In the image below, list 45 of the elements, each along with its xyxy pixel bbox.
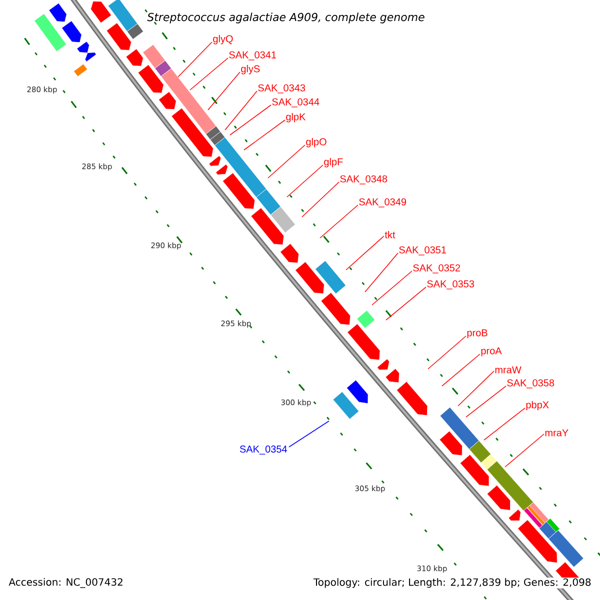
gene-label: mraW xyxy=(495,366,522,374)
leader-line xyxy=(346,236,384,270)
leader-line xyxy=(386,286,426,320)
leader-line xyxy=(224,90,258,130)
leader-line xyxy=(466,386,506,418)
leader-line xyxy=(208,72,240,110)
gene-label: glpF xyxy=(324,158,343,168)
leader-line xyxy=(458,370,494,406)
gene-label: glyS xyxy=(241,64,260,74)
gene-label: SAK_0348 xyxy=(340,175,388,184)
gene-label: tkt xyxy=(384,230,396,238)
leader-line xyxy=(178,42,212,78)
leader-line xyxy=(364,252,398,292)
leader-line xyxy=(372,270,412,306)
leader-line xyxy=(320,204,358,238)
gene-label: mraY xyxy=(545,429,568,436)
gene-label: SAK_0341 xyxy=(229,51,276,60)
leader-line xyxy=(484,408,526,440)
gene-label: SAK_0358 xyxy=(507,379,554,388)
leader-line xyxy=(190,58,228,90)
gene-label: SAK_0351 xyxy=(399,246,446,256)
leader-line xyxy=(442,354,480,386)
gene-label: glpO xyxy=(306,138,326,148)
gene-label: pbpX xyxy=(526,400,549,410)
gene-label: SAK_0343 xyxy=(258,84,306,94)
gene-label: proA xyxy=(481,347,502,356)
topology-text: Topology: circular; Length: 2,127,839 bp; Genes: 2,098 xyxy=(312,578,592,588)
gene-label: SAK_0344 xyxy=(272,98,320,108)
gene-label: glpK xyxy=(286,112,306,122)
leader-line xyxy=(286,164,324,198)
leader-line xyxy=(230,104,272,136)
title: Streptococcus agalactiae A909, complete genome xyxy=(147,12,424,24)
gene-label: SAK_0354 xyxy=(240,446,287,454)
gene-label: SAK_0349 xyxy=(359,198,406,208)
gene-label: proB xyxy=(467,329,488,338)
accession-text: Accession: NC_007432 xyxy=(8,578,124,588)
leader-line xyxy=(504,434,544,468)
leader-line xyxy=(268,144,306,178)
gene-label: glyQ xyxy=(213,34,233,44)
leader-line xyxy=(302,182,340,218)
gene-label: SAK_0353 xyxy=(427,280,474,290)
gene-label: SAK_0352 xyxy=(413,264,460,274)
leader-line xyxy=(244,120,286,150)
leader-line xyxy=(288,420,330,448)
leader-line xyxy=(428,336,466,370)
